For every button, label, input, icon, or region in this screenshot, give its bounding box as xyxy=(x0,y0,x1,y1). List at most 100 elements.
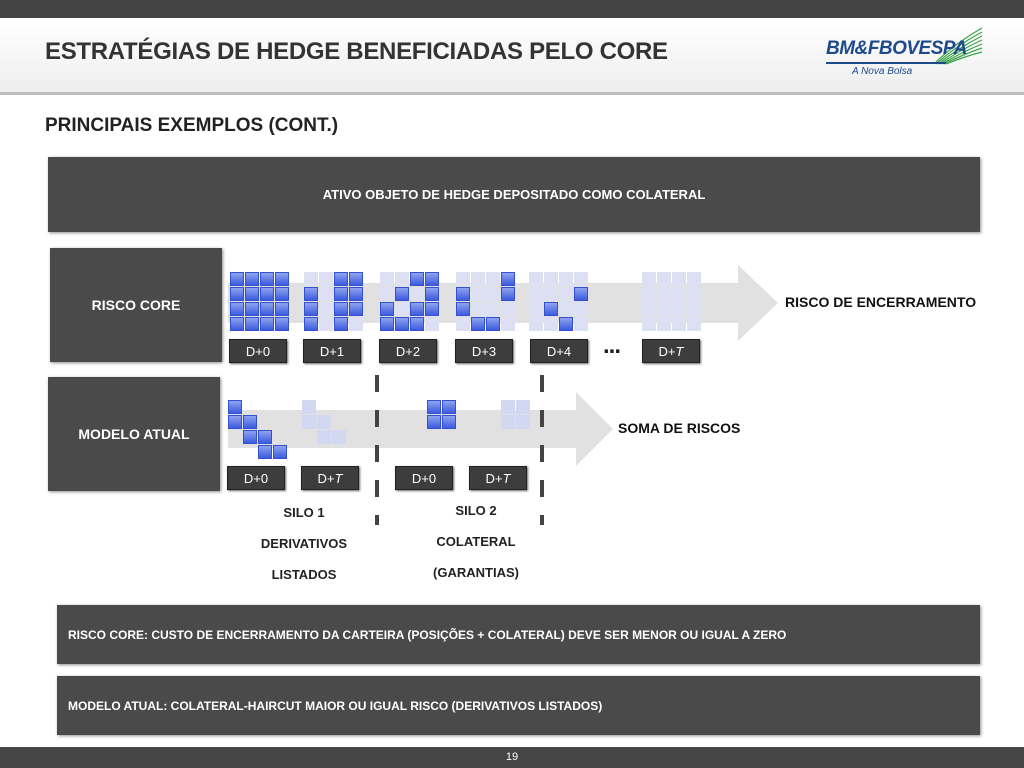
risk-block xyxy=(230,317,244,331)
risk-block xyxy=(471,302,485,316)
day-suffix: 0 xyxy=(262,343,271,359)
risk-block-grid xyxy=(456,272,516,332)
faded-risk-block xyxy=(332,430,346,444)
day-prefix: D+ xyxy=(395,343,413,359)
risk-block xyxy=(457,400,471,414)
risk-block xyxy=(245,287,259,301)
risk-block xyxy=(260,302,274,316)
risk-block xyxy=(275,272,289,286)
risk-block xyxy=(243,430,257,444)
risk-block xyxy=(529,272,543,286)
risk-block xyxy=(302,430,316,444)
risco-encerramento-label: RISCO DE ENCERRAMENTO xyxy=(785,294,977,310)
risk-block xyxy=(425,317,439,331)
logo-swoosh-icon xyxy=(933,27,983,65)
risk-block xyxy=(260,317,274,331)
faded-risk-block xyxy=(501,415,515,429)
risk-block xyxy=(334,317,348,331)
day-suffix: T xyxy=(502,470,511,486)
risk-block xyxy=(228,400,242,414)
risk-block xyxy=(275,287,289,301)
risk-block xyxy=(546,415,560,429)
risk-block xyxy=(425,272,439,286)
risk-block-grid xyxy=(304,272,364,332)
risk-block xyxy=(559,317,573,331)
risk-block xyxy=(486,302,500,316)
day-suffix: 1 xyxy=(336,343,345,359)
risk-block xyxy=(546,400,560,414)
risk-block xyxy=(486,272,500,286)
risk-block xyxy=(395,272,409,286)
footer-bar xyxy=(0,747,1024,768)
core-day-label: D+T xyxy=(642,339,700,363)
risk-block-grid xyxy=(230,272,290,332)
faded-risk-block xyxy=(317,430,331,444)
risk-block xyxy=(472,415,486,429)
logo-rule xyxy=(826,62,946,64)
day-suffix: T xyxy=(334,470,343,486)
risk-block xyxy=(260,272,274,286)
risk-block xyxy=(574,302,588,316)
risk-block xyxy=(442,400,456,414)
risk-block xyxy=(546,445,560,459)
risk-block-grid xyxy=(228,400,288,460)
risk-block xyxy=(258,430,272,444)
risk-block xyxy=(529,302,543,316)
risk-block xyxy=(687,287,701,301)
risk-block xyxy=(332,415,346,429)
faded-risk-block xyxy=(501,400,515,414)
risk-block xyxy=(559,272,573,286)
risk-block xyxy=(245,272,259,286)
risk-block xyxy=(501,317,515,331)
risk-block xyxy=(574,272,588,286)
risk-block xyxy=(275,302,289,316)
risk-block xyxy=(672,317,686,331)
day-prefix: D+ xyxy=(243,470,261,486)
risk-block xyxy=(427,400,441,414)
risk-block xyxy=(642,317,656,331)
day-suffix: 3 xyxy=(488,343,497,359)
risk-block xyxy=(319,302,333,316)
risk-block xyxy=(544,287,558,301)
risk-block xyxy=(559,302,573,316)
risk-block xyxy=(319,317,333,331)
risk-block xyxy=(544,302,558,316)
day-prefix: D+ xyxy=(658,343,676,359)
day-prefix: D+ xyxy=(319,343,337,359)
risk-block xyxy=(574,317,588,331)
risk-block xyxy=(380,287,394,301)
silo-2-caption: SILO 2 COLATERAL (GARANTIAS) xyxy=(406,495,546,588)
risk-block xyxy=(546,430,560,444)
risk-block xyxy=(425,302,439,316)
risk-block xyxy=(501,287,515,301)
risk-block xyxy=(243,415,257,429)
risk-block xyxy=(380,272,394,286)
core-day-label: D+2 xyxy=(379,339,437,363)
risk-block xyxy=(471,272,485,286)
soma-riscos-label: SOMA DE RISCOS xyxy=(618,420,741,436)
risk-block xyxy=(501,272,515,286)
risk-block xyxy=(687,272,701,286)
risk-block xyxy=(273,400,287,414)
risk-block xyxy=(672,287,686,301)
day-prefix: D+ xyxy=(546,343,564,359)
risk-block xyxy=(243,445,257,459)
bmfbovespa-logo: BM&FBOVESPA A Nova Bolsa xyxy=(824,26,984,90)
risk-block xyxy=(657,287,671,301)
risk-block xyxy=(304,287,318,301)
risk-block xyxy=(260,287,274,301)
risk-block xyxy=(230,287,244,301)
risk-block xyxy=(258,415,272,429)
risk-block xyxy=(347,415,361,429)
risk-block xyxy=(228,445,242,459)
risk-block xyxy=(347,400,361,414)
modelo-atual-note: MODELO ATUAL: COLATERAL-HAIRCUT MAIOR OU… xyxy=(57,676,980,735)
risk-block xyxy=(319,287,333,301)
risk-block xyxy=(245,317,259,331)
faded-risk-block xyxy=(516,415,530,429)
day-prefix: D+ xyxy=(317,470,335,486)
silo-caption-line: DERIVATIVOS xyxy=(260,536,348,551)
risk-block xyxy=(347,430,361,444)
day-prefix: D+ xyxy=(471,343,489,359)
hedge-banner: ATIVO OBJETO DE HEDGE DEPOSITADO COMO CO… xyxy=(48,157,980,232)
